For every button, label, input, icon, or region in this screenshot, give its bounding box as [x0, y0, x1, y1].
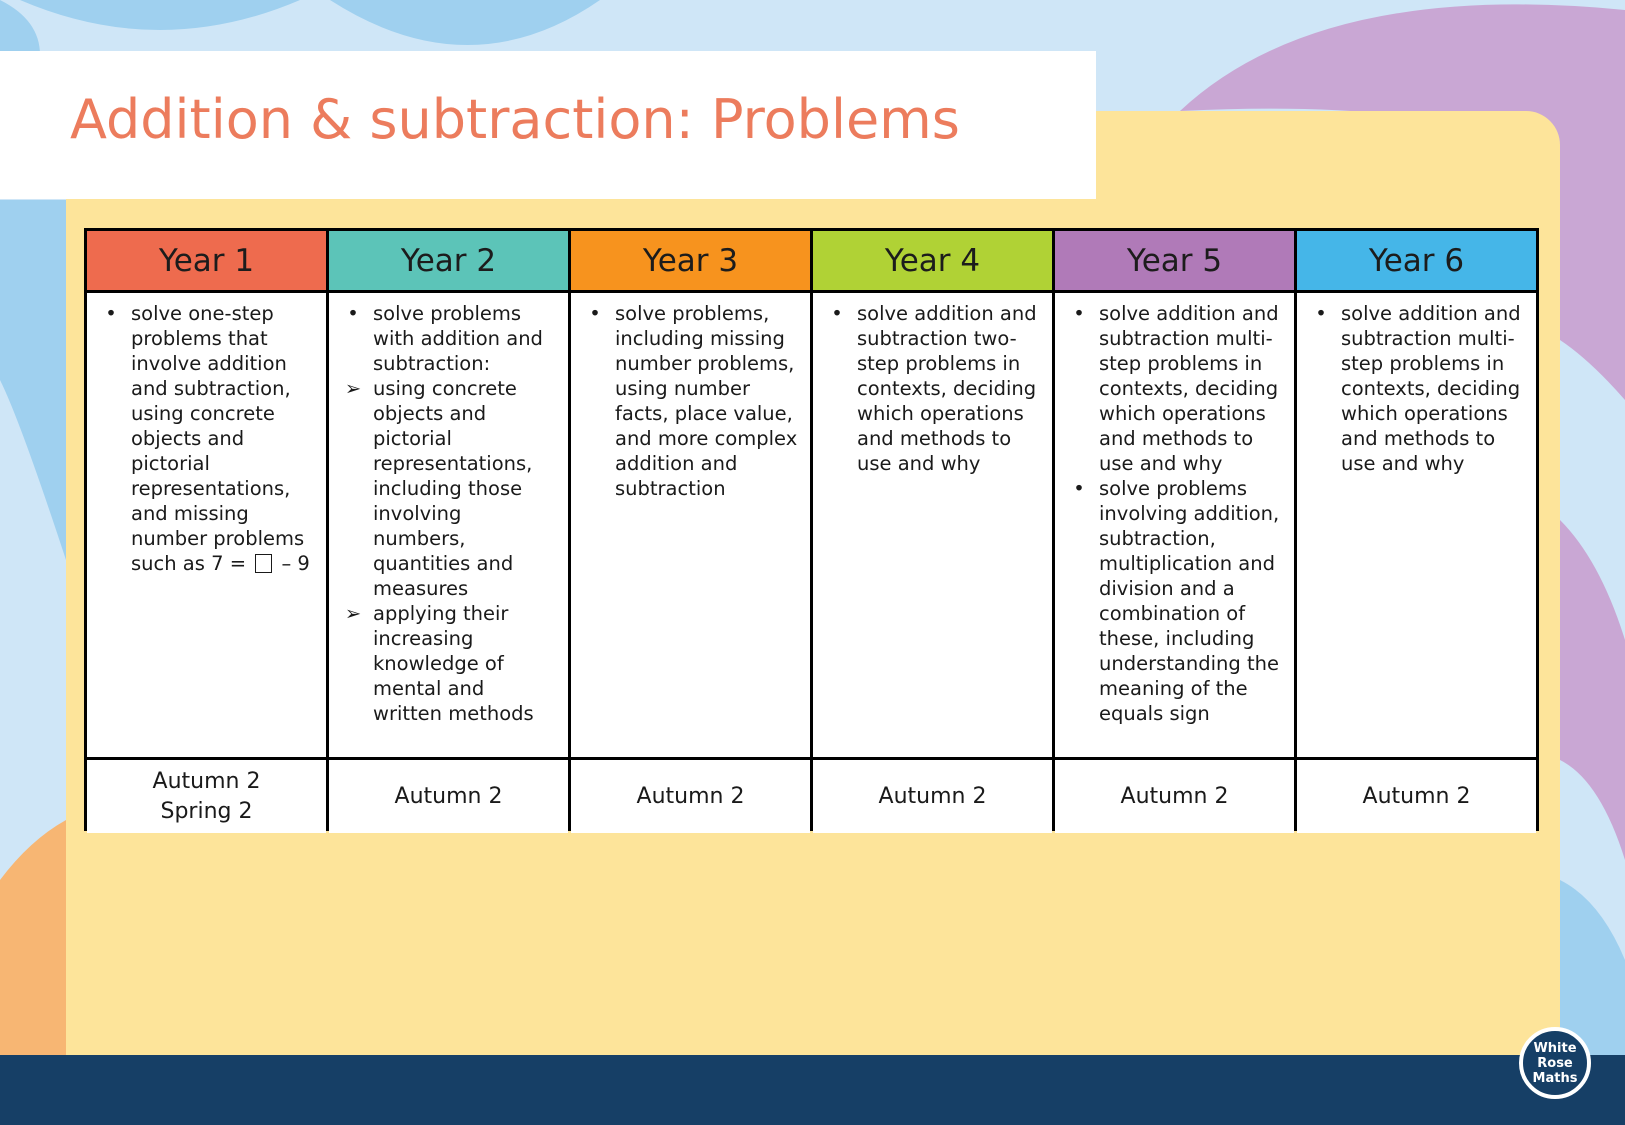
year-4-term: Autumn 2: [813, 760, 1052, 833]
arrow-bullet-icon: ➢: [344, 377, 362, 400]
objective-text: solve addition and subtraction multi-ste…: [1341, 302, 1521, 475]
bullet-marker: •: [831, 302, 843, 325]
term-label: Autumn 2: [1120, 783, 1229, 809]
footer-bar: [0, 1055, 1625, 1125]
curriculum-table: Year 1 Year 2 Year 3 Year 4 Year 5 Year …: [84, 228, 1539, 833]
year-1-objectives: • solve one-step problems that involve ad…: [87, 293, 326, 757]
logo-text: Rose: [1537, 1055, 1573, 1071]
year-3-term: Autumn 2: [571, 760, 810, 833]
bullet-marker: •: [347, 302, 359, 325]
bullet-marker: •: [1073, 302, 1085, 325]
title-box: [0, 51, 1096, 199]
objective-text: solve one-step problems that involve add…: [131, 302, 305, 575]
objective-subitem: ➢ applying their increasing knowledge of …: [329, 601, 558, 726]
objective-list: • solve problems with addition and subtra…: [329, 301, 558, 726]
year-1-term: Autumn 2 Spring 2: [87, 760, 326, 833]
bullet-marker: •: [589, 302, 601, 325]
year-1-header: Year 1: [87, 231, 326, 290]
objective-item: • solve one-step problems that involve ad…: [87, 301, 316, 576]
objective-list: • solve problems, including missing numbe…: [571, 301, 800, 501]
objective-text: using concrete objects and pictorial rep…: [373, 377, 533, 600]
objective-item: • solve problems involving addition, subt…: [1055, 476, 1284, 726]
objective-list: • solve addition and subtraction multi-st…: [1297, 301, 1526, 476]
bullet-marker: •: [1073, 477, 1085, 500]
year-4-header: Year 4: [813, 231, 1052, 290]
objective-list: • solve addition and subtraction multi-st…: [1055, 301, 1284, 726]
year-2-objectives: • solve problems with addition and subtra…: [329, 293, 568, 757]
year-3-objectives: • solve problems, including missing numbe…: [571, 293, 810, 757]
year-6-objectives: • solve addition and subtraction multi-st…: [1297, 293, 1536, 757]
objective-item: • solve problems with addition and subtra…: [329, 301, 558, 376]
objective-text: solve problems with addition and subtrac…: [373, 302, 543, 375]
year-2-term: Autumn 2: [329, 760, 568, 833]
year-5-term: Autumn 2: [1055, 760, 1294, 833]
objective-subitem: ➢ using concrete objects and pictorial re…: [329, 376, 558, 601]
objective-item: • solve addition and subtraction multi-st…: [1055, 301, 1284, 476]
year-5-header: Year 5: [1055, 231, 1294, 290]
year-3-header: Year 3: [571, 231, 810, 290]
term-label: Autumn 2: [1362, 783, 1471, 809]
term-label: Autumn 2: [394, 783, 503, 809]
year-5-objectives: • solve addition and subtraction multi-st…: [1055, 293, 1294, 757]
year-2-header: Year 2: [329, 231, 568, 290]
empty-box-icon: [255, 554, 273, 573]
white-rose-maths-logo: White Rose Maths: [1519, 1027, 1591, 1099]
term-label: Autumn 2: [152, 768, 261, 794]
arrow-bullet-icon: ➢: [344, 602, 362, 625]
term-label: Spring 2: [160, 798, 253, 824]
objective-text: solve addition and subtraction multi-ste…: [1099, 302, 1279, 475]
objective-item: • solve addition and subtraction two-step…: [813, 301, 1042, 476]
objective-list: • solve one-step problems that involve ad…: [87, 301, 316, 576]
objective-list: • solve addition and subtraction two-step…: [813, 301, 1042, 476]
objective-text: solve problems, including missing number…: [615, 302, 798, 500]
objective-item: • solve problems, including missing numbe…: [571, 301, 800, 501]
year-6-term: Autumn 2: [1297, 760, 1536, 833]
bullet-marker: •: [105, 302, 117, 325]
term-label: Autumn 2: [878, 783, 987, 809]
logo-text: White: [1533, 1040, 1577, 1056]
year-6-header: Year 6: [1297, 231, 1536, 290]
objective-text: applying their increasing knowledge of m…: [373, 602, 534, 725]
objective-text: solve addition and subtraction two-step …: [857, 302, 1037, 475]
objective-item: • solve addition and subtraction multi-st…: [1297, 301, 1526, 476]
term-label: Autumn 2: [636, 783, 745, 809]
logo-text: Maths: [1532, 1070, 1578, 1086]
year-4-objectives: • solve addition and subtraction two-step…: [813, 293, 1052, 757]
bullet-marker: •: [1315, 302, 1327, 325]
page-title: Addition & subtraction: Problems: [70, 88, 960, 151]
objective-text: solve problems involving addition, subtr…: [1099, 477, 1280, 725]
objective-text: – 9: [275, 552, 310, 575]
